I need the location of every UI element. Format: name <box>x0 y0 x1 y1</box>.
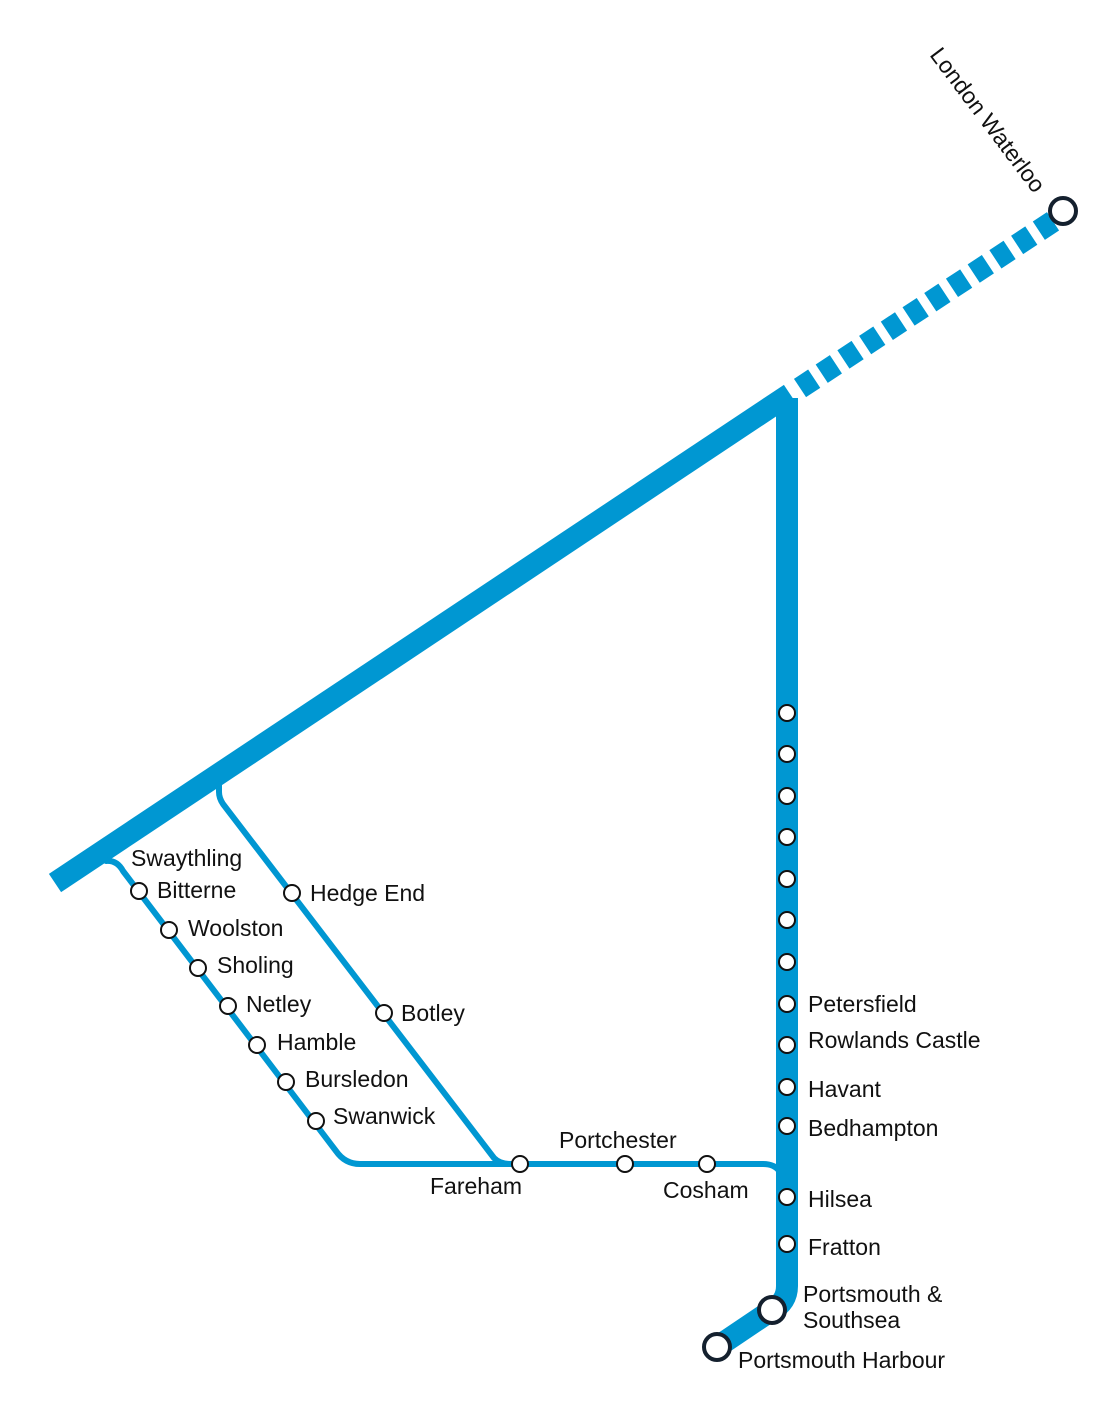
station-label-petersfield: Petersfield <box>808 991 917 1017</box>
station-label-fratton: Fratton <box>808 1234 881 1260</box>
station-marker-fratton[interactable] <box>778 1235 796 1253</box>
station-marker[interactable] <box>778 870 796 888</box>
station-marker-swanwick[interactable] <box>307 1112 325 1130</box>
station-marker-fareham[interactable] <box>511 1155 529 1173</box>
main-line-trunk <box>48 384 797 893</box>
station-label-hilsea: Hilsea <box>808 1186 872 1212</box>
terminal-marker-portsmouth-harbour[interactable] <box>702 1332 732 1362</box>
station-marker[interactable] <box>778 911 796 929</box>
terminal-marker-portsmouth-southsea[interactable] <box>757 1295 787 1325</box>
station-label-havant: Havant <box>808 1076 881 1102</box>
terminal-marker-london-waterloo[interactable] <box>1048 196 1078 226</box>
station-marker[interactable] <box>778 828 796 846</box>
station-marker-netley[interactable] <box>219 997 237 1015</box>
station-marker-hamble[interactable] <box>248 1036 266 1054</box>
station-label-portchester: Portchester <box>559 1127 677 1153</box>
station-marker[interactable] <box>778 787 796 805</box>
station-label-netley: Netley <box>246 991 312 1017</box>
station-marker-rowlands-castle[interactable] <box>778 1036 796 1054</box>
botley-branch-line <box>216 781 513 1167</box>
station-label-bitterne: Bitterne <box>157 877 236 903</box>
fareham-cosham-line <box>507 1161 789 1183</box>
station-label-swanwick: Swanwick <box>333 1103 436 1129</box>
station-label-sholing: Sholing <box>217 952 294 978</box>
station-label-hedge-end: Hedge End <box>310 880 425 906</box>
station-marker-hilsea[interactable] <box>778 1188 796 1206</box>
station-marker-portchester[interactable] <box>616 1155 634 1173</box>
station-label-london-waterloo: London Waterloo <box>925 42 1051 197</box>
station-label-woolston: Woolston <box>188 915 283 941</box>
station-marker-hedge-end[interactable] <box>283 884 301 902</box>
station-marker-bursledon[interactable] <box>277 1073 295 1091</box>
station-label-swaythling: Swaythling <box>131 845 242 871</box>
station-marker-bedhampton[interactable] <box>778 1117 796 1135</box>
station-marker-sholing[interactable] <box>189 959 207 977</box>
station-marker[interactable] <box>778 953 796 971</box>
portsmouth-direct-line <box>710 398 798 1357</box>
station-label-hamble: Hamble <box>277 1029 356 1055</box>
station-marker-woolston[interactable] <box>160 921 178 939</box>
station-label-bursledon: Bursledon <box>305 1066 409 1092</box>
station-label-bedhampton: Bedhampton <box>808 1115 938 1141</box>
station-marker[interactable] <box>778 745 796 763</box>
station-label-rowlands-castle: Rowlands Castle <box>808 1027 981 1053</box>
station-label-portsmouth-harbour: Portsmouth Harbour <box>738 1347 945 1373</box>
station-label-portsmouth-southsea-line1: Portsmouth & <box>803 1281 942 1307</box>
station-label-portsmouth-southsea-line2: Southsea <box>803 1307 900 1333</box>
station-label-cosham: Cosham <box>663 1177 749 1203</box>
station-marker-petersfield[interactable] <box>778 995 796 1013</box>
main-line-dashed-extension <box>793 210 1062 398</box>
netley-branch-line <box>103 857 523 1167</box>
station-label-fareham: Fareham <box>430 1173 522 1199</box>
station-marker-cosham[interactable] <box>698 1155 716 1173</box>
station-marker-bitterne[interactable] <box>130 882 148 900</box>
station-marker-havant[interactable] <box>778 1078 796 1096</box>
station-marker-botley[interactable] <box>375 1004 393 1022</box>
station-label-botley: Botley <box>401 1000 465 1026</box>
station-marker[interactable] <box>778 704 796 722</box>
